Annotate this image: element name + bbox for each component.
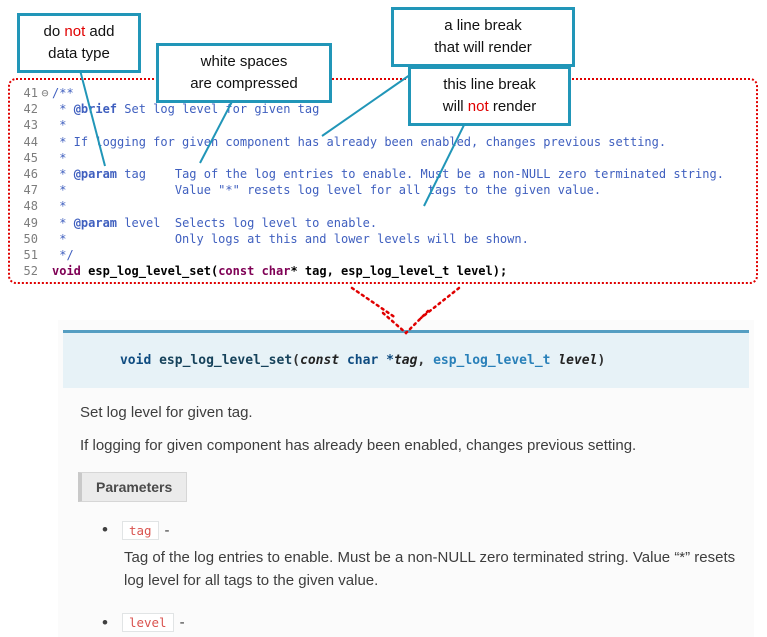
code-line: 51 */ (14, 247, 754, 263)
detailed-description: If logging for given component has alrea… (80, 437, 637, 454)
bullet-icon: • (102, 520, 108, 539)
callout-text: a line break (444, 17, 522, 34)
code-line: 42 * @brief Set log level for given tag (14, 101, 754, 117)
code-line: 52 void esp_log_level_set(const char* tag… (14, 263, 754, 279)
line-number: 47 (23, 183, 38, 198)
arrow-right-edge (419, 286, 461, 320)
code-text: */ (52, 248, 74, 263)
param-item-tag: • tag - Tag of the log entries to enable… (102, 520, 754, 593)
code-text: char (261, 264, 291, 279)
signature-arg-level: level (558, 353, 598, 368)
code-text: @brief (73, 102, 118, 117)
code-text: * Only logs at this and lower levels wil… (52, 231, 529, 246)
code-line: 41⊖/** (14, 85, 754, 101)
code-text: * (52, 102, 74, 117)
param-head: • level - (102, 613, 754, 633)
fold-marker-icon[interactable]: ⊖ (41, 86, 49, 100)
code-text: ( (210, 264, 219, 279)
code-text: * If logging for given component has alr… (52, 134, 667, 149)
callout-no-datatype: do not add data type (17, 13, 141, 73)
callout-text: render (488, 97, 537, 115)
callout-text: do (43, 23, 65, 40)
arrow-left-edge (350, 286, 398, 320)
callout-text: that will render (434, 38, 532, 56)
code-text: * (52, 118, 67, 133)
line-number: 49 (23, 215, 38, 230)
callout-text-emphasis: not (64, 23, 86, 40)
code-text: * (52, 150, 67, 165)
code-lines: 41⊖/**42 * @brief Set log level for give… (14, 85, 754, 279)
signature-char-type: char * (339, 353, 394, 368)
signature-comma: , (417, 353, 434, 368)
callout-text: white spaces (200, 53, 288, 70)
callout-text-emphasis: not (467, 97, 489, 115)
code-text: esp_log_level_set (88, 264, 211, 279)
callout-whitespace-compressed: white spaces are compressed (156, 43, 332, 103)
line-number: 43 (23, 118, 38, 133)
param-dash: - (179, 614, 185, 631)
code-line: 50 * Only logs at this and lower levels … (14, 231, 754, 247)
code-text: @param (73, 215, 118, 230)
line-number: 42 (23, 102, 38, 117)
code-text: * (52, 199, 67, 214)
code-line: 46 * @param tag Tag of the log entries t… (14, 166, 754, 182)
line-number: 45 (23, 150, 38, 165)
signature-arg-tag: tag (393, 353, 418, 368)
code-line: 49 * @param level Selects log level to e… (14, 215, 754, 231)
signature-type-link[interactable]: esp_log_level_t (433, 353, 551, 368)
code-text: void (52, 264, 81, 279)
code-text (254, 264, 261, 278)
callout-text: will (442, 97, 468, 115)
code-line: 47 * Value "*" resets log level for all … (14, 182, 754, 198)
line-number: 48 (23, 199, 38, 214)
code-text: const (218, 264, 255, 279)
bullet-icon: • (102, 612, 108, 632)
line-number: 44 (23, 134, 38, 149)
code-line: 45 * (14, 150, 754, 166)
line-number: 52 (23, 264, 38, 279)
line-number: 41 (23, 86, 38, 100)
brief-description: Set log level for given tag. (80, 404, 253, 421)
signature-function-name: esp_log_level_set (151, 353, 293, 368)
code-line: 44 * If logging for given component has … (14, 134, 754, 150)
line-number: 46 (23, 167, 38, 182)
signature-paren: ( (292, 353, 300, 368)
signature-paren-close: ) (597, 353, 606, 368)
function-signature: void esp_log_level_set(const char *tag, … (63, 330, 749, 388)
signature-return-type: void (119, 353, 152, 368)
code-editor: 41⊖/**42 * @brief Set log level for give… (8, 78, 758, 284)
param-name-literal: tag (121, 520, 159, 540)
param-head: • tag - (102, 520, 754, 540)
code-text: * (52, 215, 74, 230)
code-text: * (52, 167, 74, 182)
code-text: level Selects log level to enable. (117, 215, 378, 230)
code-text: /** (52, 86, 74, 100)
code-text: @param (73, 167, 118, 182)
code-line: 48 * (14, 198, 754, 214)
rendered-docs: void esp_log_level_set(const char *tag, … (58, 320, 754, 637)
signature-const-keyword: const (300, 353, 340, 368)
line-number: 50 (23, 231, 38, 246)
code-text: tag Tag of the log entries to enable. Mu… (117, 167, 724, 182)
code-text: * Value "*" resets log level for all tag… (52, 183, 602, 198)
callout-text: data type (48, 44, 110, 62)
code-line: 43 * (14, 117, 754, 133)
param-description: Tag of the log entries to enable. Must b… (124, 549, 736, 590)
param-dash: - (164, 521, 170, 539)
param-name-literal: level (121, 613, 174, 632)
param-item-level: • level - Selects log level to enable. O… (102, 613, 754, 637)
callout-break-renders: a line break that will render (391, 7, 575, 67)
parameters-heading: Parameters (78, 472, 188, 502)
line-number: 51 (23, 248, 38, 263)
callout-text: this line break (443, 76, 536, 93)
callout-break-not-render: this line break will not render (408, 66, 571, 126)
code-text: * tag, esp_log_level_t level); (290, 264, 508, 279)
callout-text: are compressed (190, 74, 298, 92)
callout-text: add (85, 23, 115, 40)
code-text: Set log level for given tag (117, 102, 320, 117)
